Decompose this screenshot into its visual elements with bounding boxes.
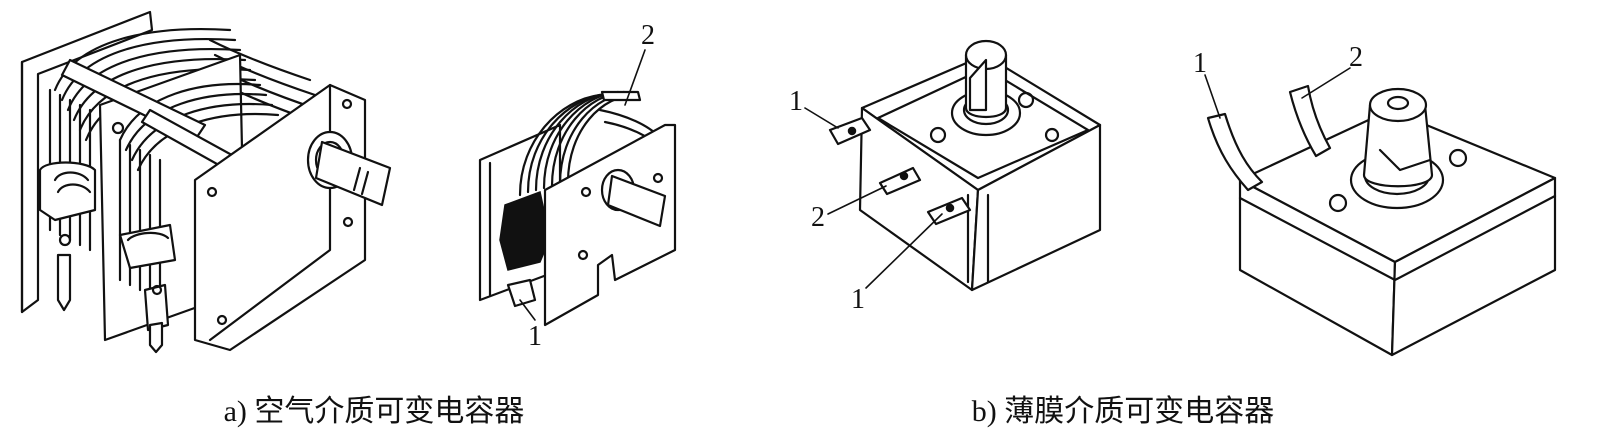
label-b2-top-2: 2	[1349, 42, 1363, 73]
air-capacitor-dual-gang-drawing	[20, 10, 392, 354]
label-b1-bottom-1: 1	[851, 284, 865, 315]
label-a-small-2: 2	[641, 20, 655, 51]
film-capacitor-tabbed-drawing	[804, 39, 1102, 292]
air-capacitor-small-drawing	[478, 49, 677, 327]
film-capacitor-wired-drawing	[1204, 67, 1557, 357]
label-b1-left-2: 2	[811, 202, 825, 233]
caption-b: b) 薄膜介质可变电容器	[972, 395, 1275, 428]
label-b2-top-1: 1	[1193, 48, 1207, 79]
caption-a: a) 空气介质可变电容器	[224, 395, 525, 428]
label-a-small-1: 1	[528, 321, 542, 352]
label-b1-left-1: 1	[789, 86, 803, 117]
